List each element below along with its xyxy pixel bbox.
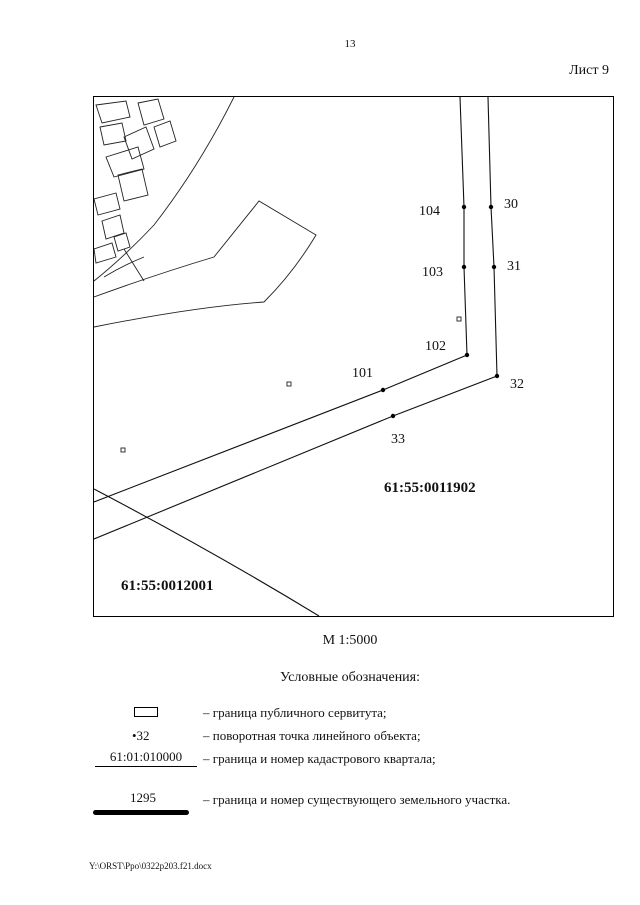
quarter-label-0011902: 61:55:0011902 bbox=[384, 480, 476, 496]
river-bank-line bbox=[94, 97, 235, 282]
legend-description: – граница и номер кадастрового квартала; bbox=[203, 751, 436, 766]
quarter-boundary bbox=[94, 488, 320, 616]
building-outline bbox=[99, 122, 127, 146]
turning-point-31 bbox=[491, 264, 497, 270]
legend-item-parcel: 1295 – граница и номер существующего зем… bbox=[0, 790, 640, 820]
turning-point-104 bbox=[461, 204, 467, 210]
turning-point-101 bbox=[380, 387, 386, 393]
quarter-number-symbol: 61:01:010000 bbox=[95, 749, 197, 767]
road-edge bbox=[103, 256, 145, 278]
file-path: Y:\ORST\Ppo\0322p203.f21.docx bbox=[89, 861, 212, 871]
building-outline bbox=[105, 146, 145, 178]
turning-point-30 bbox=[488, 204, 494, 210]
building-outline bbox=[113, 232, 131, 252]
legend-description: – граница публичного сервитута; bbox=[203, 705, 387, 720]
point-label-104: 104 bbox=[419, 204, 440, 219]
legend-symbol-parcel: 1295 bbox=[90, 790, 200, 820]
turning-point-32 bbox=[494, 373, 500, 379]
legend-description: – поворотная точка линейного объекта; bbox=[203, 728, 421, 743]
road-edge bbox=[123, 248, 145, 282]
legend-title: Условные обозначения: bbox=[279, 670, 421, 685]
cadastral-map: 104 103 102 101 30 31 32 33 61:55:001190… bbox=[93, 96, 614, 617]
point-label-30: 30 bbox=[504, 197, 518, 212]
road-edge bbox=[94, 200, 317, 328]
building-outline bbox=[94, 192, 121, 216]
legend-item-servitude: – граница публичного сервитута; bbox=[0, 703, 640, 725]
legend-symbol-turning-point: •32 bbox=[90, 726, 200, 748]
map-detail-mark bbox=[286, 381, 292, 387]
building-outline bbox=[117, 168, 149, 202]
legend-description: – граница и номер существующего земельно… bbox=[203, 792, 511, 807]
point-label-32: 32 bbox=[510, 377, 524, 392]
building-outline bbox=[137, 98, 165, 126]
servitude-boundary-outer bbox=[94, 97, 498, 540]
legend-item-quarter: 61:01:010000 – граница и номер кадастров… bbox=[0, 749, 640, 771]
point-label-31: 31 bbox=[507, 259, 521, 274]
legend-symbol-quarter: 61:01:010000 bbox=[90, 749, 200, 771]
servitude-rect-icon bbox=[134, 707, 158, 717]
building-outline bbox=[153, 120, 177, 148]
map-detail-mark bbox=[120, 447, 126, 453]
building-outline bbox=[123, 126, 155, 160]
turning-point-102 bbox=[464, 352, 470, 358]
parcel-boundary-bar bbox=[93, 810, 189, 815]
point-label-103: 103 bbox=[422, 265, 443, 280]
building-outline bbox=[94, 242, 117, 264]
turning-point-symbol: •32 bbox=[132, 728, 150, 743]
servitude-boundary-inner bbox=[94, 97, 468, 503]
turning-point-103 bbox=[461, 264, 467, 270]
sheet-label: Лист 9 bbox=[569, 63, 609, 78]
parcel-number-symbol: 1295 bbox=[130, 790, 156, 805]
quarter-label-0012001: 61:55:0012001 bbox=[121, 578, 214, 594]
point-label-33: 33 bbox=[391, 432, 405, 447]
building-outline bbox=[95, 100, 131, 124]
map-drawing: 104 103 102 101 30 31 32 33 61:55:001190… bbox=[94, 97, 524, 616]
legend-symbol-servitude bbox=[90, 703, 200, 725]
page-number: 13 bbox=[344, 38, 356, 50]
point-label-101: 101 bbox=[352, 366, 373, 381]
point-label-102: 102 bbox=[425, 339, 446, 354]
legend-item-turning-point: •32 – поворотная точка линейного объекта… bbox=[0, 726, 640, 748]
map-scale: М 1:5000 bbox=[322, 633, 378, 648]
turning-point-33 bbox=[390, 413, 396, 419]
building-outline bbox=[101, 214, 125, 240]
map-detail-mark bbox=[456, 316, 462, 322]
